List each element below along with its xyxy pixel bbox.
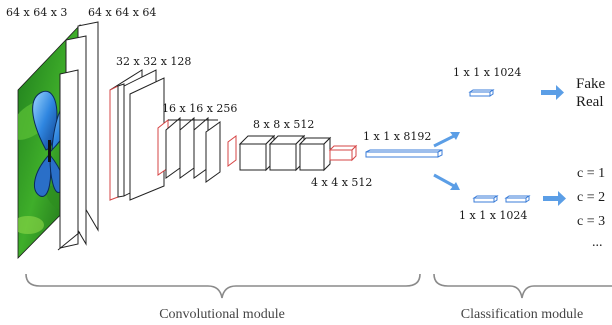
conv2-dim-label: 32 x 32 x 128 xyxy=(116,55,191,68)
conv-layer-3 xyxy=(157,116,221,183)
branch-arrow-top-icon xyxy=(450,132,460,140)
fc-top-dim-label: 1 x 1 x 1024 xyxy=(453,66,521,79)
branch-arrow-bottom-icon xyxy=(450,182,460,190)
conv-layer-2 xyxy=(109,69,165,201)
convolutional-module-brace xyxy=(25,273,421,299)
branch-line-top xyxy=(433,134,455,148)
conv1-dim-label: 64 x 64 x 64 xyxy=(88,6,156,19)
branch-line-bottom xyxy=(433,173,455,188)
output-fake-label: Fake xyxy=(576,76,606,92)
classification-module-brace xyxy=(433,273,612,299)
conv5-dim-label: 4 x 4 x 512 xyxy=(311,176,372,189)
input-dim-label: 64 x 64 x 3 xyxy=(6,6,67,19)
fc-bottom-dim-label: 1 x 1 x 1024 xyxy=(459,209,527,222)
output-class-3-label: c = 3 xyxy=(577,214,605,229)
fc-layer-top xyxy=(468,89,495,97)
output-arrow-bottom-icon xyxy=(543,191,566,206)
output-class-2-label: c = 2 xyxy=(577,190,605,205)
conv-layer-5 xyxy=(328,144,358,162)
output-class-more-label: ... xyxy=(592,235,603,250)
output-class-1-label: c = 1 xyxy=(577,166,605,181)
fc-layer-bottom xyxy=(472,195,531,203)
conv-layer-1 xyxy=(57,21,99,251)
conv3-dim-label: 16 x 16 x 256 xyxy=(162,102,237,115)
classification-module-label: Classification module xyxy=(461,307,583,322)
branch-lines xyxy=(433,134,455,188)
conv-layer-4 xyxy=(227,134,332,172)
output-arrow-top-icon xyxy=(541,85,564,100)
convolutional-module-label: Convolutional module xyxy=(159,307,285,322)
flatten-dim-label: 1 x 1 x 8192 xyxy=(363,130,431,143)
flatten-layer xyxy=(365,149,443,158)
output-real-label: Real xyxy=(576,94,604,110)
conv4-dim-label: 8 x 8 x 512 xyxy=(253,118,314,131)
